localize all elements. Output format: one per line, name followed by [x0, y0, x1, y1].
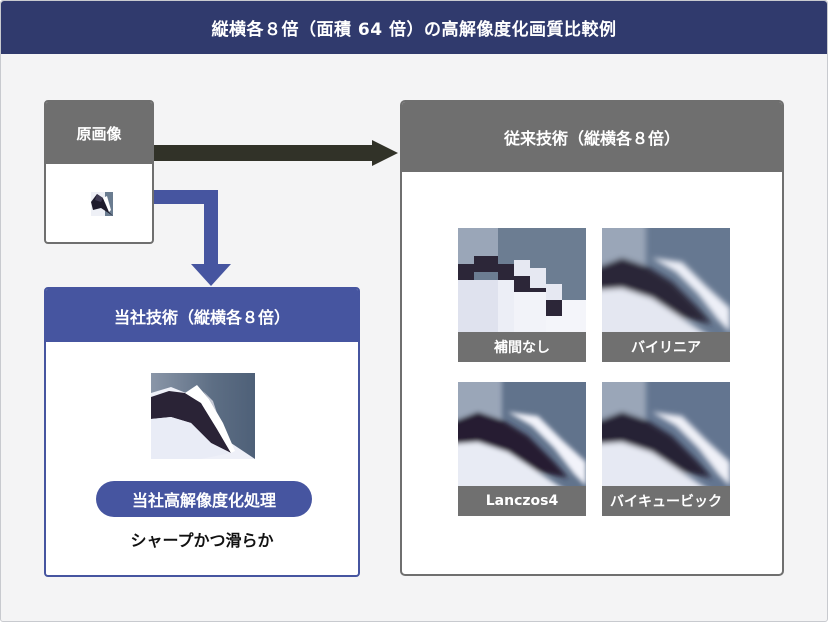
arrow-to-conventional-head — [372, 140, 398, 166]
our-technology-title: 当社技術（縦横各８倍） — [46, 289, 358, 342]
original-image-panel: 原画像 — [44, 100, 154, 244]
result-tile-no-interpolation: 補間なし — [458, 228, 586, 362]
result-tile-bicubic: バイキュービック — [602, 382, 730, 516]
arrow-to-ours-vertical — [204, 190, 218, 266]
arrow-to-ours-horizontal — [154, 190, 218, 204]
result-tile-lanczos4: Lanczos4 — [458, 382, 586, 516]
our-technology-panel: 当社技術（縦横各８倍） 当社高解像度化処理 シャープかつ滑らか — [44, 287, 360, 577]
bicubic-image — [602, 382, 730, 486]
result-label: バイキュービック — [602, 486, 730, 516]
result-label: 補間なし — [458, 332, 586, 362]
conventional-technology-panel: 従来技術（縦横各８倍） 補間なし — [400, 100, 784, 576]
result-label: バイリニア — [602, 332, 730, 362]
page-title: 縦横各８倍（面積 64 倍）の高解像度化画質比較例 — [1, 1, 827, 54]
original-image-thumbnail — [91, 192, 113, 216]
our-method-badge: 当社高解像度化処理 — [96, 481, 312, 517]
lanczos4-image — [458, 382, 586, 486]
arrow-to-ours-head — [191, 264, 231, 286]
our-result-caption: シャープかつ滑らか — [130, 531, 274, 550]
no-interpolation-image — [458, 228, 586, 332]
bilinear-image — [602, 228, 730, 332]
result-tile-bilinear: バイリニア — [602, 228, 730, 362]
our-result-image — [151, 373, 255, 459]
result-label: Lanczos4 — [458, 486, 586, 516]
original-image-title: 原画像 — [46, 102, 152, 164]
conventional-technology-title: 従来技術（縦横各８倍） — [402, 102, 782, 172]
arrow-to-conventional — [154, 145, 374, 161]
